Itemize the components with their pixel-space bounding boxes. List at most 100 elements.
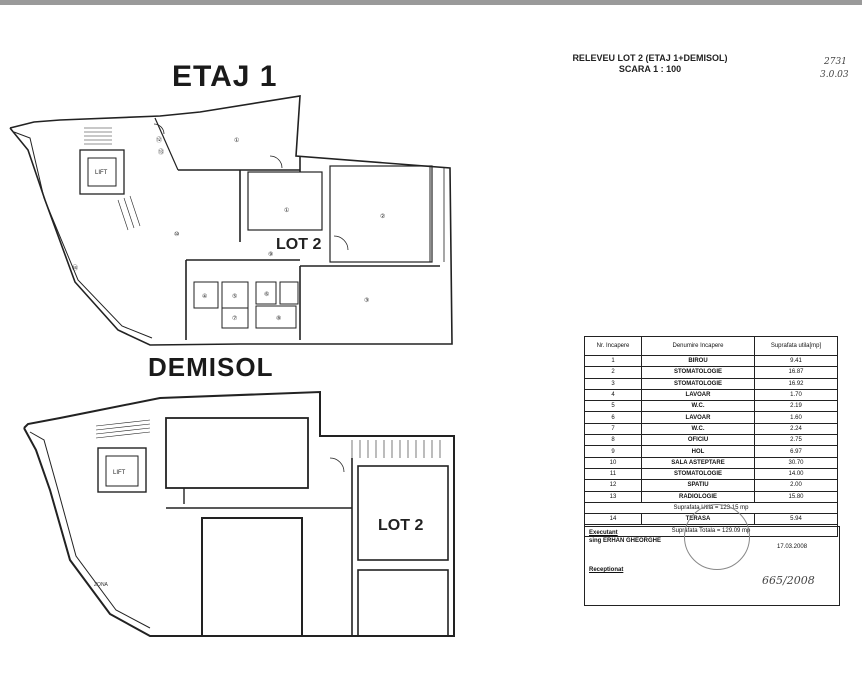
demisol-lift-label: LIFT [113,470,126,476]
etaj-lot-label: LOT 2 [276,236,322,253]
cell-nr: 5 [584,400,642,413]
svg-text:③: ③ [364,297,369,304]
executant-name: sing ERHAN GHEORGHE [589,538,662,544]
cell-name: HOL [641,445,755,458]
cell-area: 9.41 [754,354,838,368]
cell-area: 16.92 [754,377,838,390]
svg-text:④: ④ [202,293,207,300]
cell-nr: 13 [584,490,642,503]
etaj-outer-wall [9,95,453,346]
cell-area: 6.97 [754,445,838,458]
executant-label: Executant [589,530,618,536]
cell-name: W.C. [641,400,755,413]
etaj-title: ETAJ 1 [172,60,278,93]
cell-name: STOMATOLOGIE [641,377,755,390]
cell-area: 14.00 [754,467,838,481]
cell-nr: 6 [584,411,642,424]
svg-text:⑧: ⑧ [276,315,281,322]
cell-area: 16.87 [754,366,838,379]
cell-area: 15.80 [754,490,838,503]
col-name-header: Denumire Incapere [641,336,755,356]
cell-area: 2.75 [754,434,838,447]
cell-nr: 9 [584,445,642,458]
cell-nr: 14 [584,513,642,526]
cell-name: OFICIU [641,434,755,447]
svg-text:⑨: ⑨ [268,251,273,258]
etaj-room-labels: LIFT ① ② ③ ① ⑩ ⑤ ④ ⑥ ⑦ ⑧ ⑨ ⑫ ⑬ ⑭ [72,136,385,322]
drawing-scale: SCARA 1 : 100 [618,64,682,74]
svg-text:⑤: ⑤ [232,293,237,300]
signature-date: 17.03.2008 [777,544,808,550]
cell-name: LAVOAR [641,411,755,424]
svg-text:①: ① [284,207,289,214]
cell-nr: 2 [584,366,642,379]
top-border [0,0,862,5]
official-stamp [684,504,750,570]
demisol-lift-box [97,447,147,493]
cell-area: 2.19 [754,400,838,413]
etaj-inner-wall [13,131,153,339]
cell-area: 1.70 [754,388,838,402]
cell-nr: 11 [584,467,642,481]
cell-area: 5.94 [754,513,838,526]
cell-name: STOMATOLOGIE [641,366,755,379]
cell-name: RADIOLOGIE [641,490,755,503]
cell-name: STOMATOLOGIE [641,467,755,481]
etaj-stair [84,127,141,231]
cell-area: 1.60 [754,411,838,424]
handwritten-registration: 665/2008 [762,574,815,587]
room-schedule-table: Nr. Incapere Denumire Incapere Suprafata… [584,336,838,537]
demisol-title: DEMISOL [148,352,274,382]
svg-text:⑬: ⑬ [158,148,164,156]
cell-nr: 10 [584,456,642,469]
svg-text:②: ② [380,213,385,220]
svg-text:ZONA: ZONA [94,582,109,588]
etaj-plan [9,95,453,346]
cell-nr: 7 [584,422,642,436]
svg-text:⑩: ⑩ [174,231,179,238]
demisol-outer-wall [23,390,455,637]
col-nr-header: Nr. Incapere [584,336,642,356]
cell-nr: 1 [584,354,642,368]
etaj-lift-label: LIFT [95,170,108,176]
cell-nr: 8 [584,434,642,447]
svg-text:⑦: ⑦ [232,315,237,322]
cell-nr: 3 [584,377,642,390]
demisol-lot-label: LOT 2 [378,517,424,534]
etaj-lift-box [79,149,125,195]
svg-text:⑭: ⑭ [72,264,78,272]
cell-area: 2.24 [754,422,838,436]
cell-name: SPATIU [641,479,755,492]
cell-area: 2.00 [754,479,838,492]
cell-name: W.C. [641,422,755,436]
demisol-stair [95,419,441,458]
cell-area: 30.70 [754,456,838,469]
handwritten-date-top: 3.0.03 [820,70,849,80]
demisol-room-labels: LIFT ZONA [94,470,126,588]
cell-name: LAVOAR [641,388,755,402]
svg-text:⑥: ⑥ [264,291,269,298]
cell-nr: 4 [584,388,642,402]
svg-text:①: ① [234,137,239,144]
drawing-title: RELEVEU LOT 2 (ETAJ 1+DEMISOL) [572,53,728,63]
svg-text:⑫: ⑫ [156,136,162,144]
receptionat-label: Receptionat [589,567,624,573]
demisol-plan [23,390,455,637]
handwritten-note-top: 2731 [824,57,847,67]
cell-nr: 12 [584,479,642,492]
cell-name: SALA ASTEPTARE [641,456,755,469]
